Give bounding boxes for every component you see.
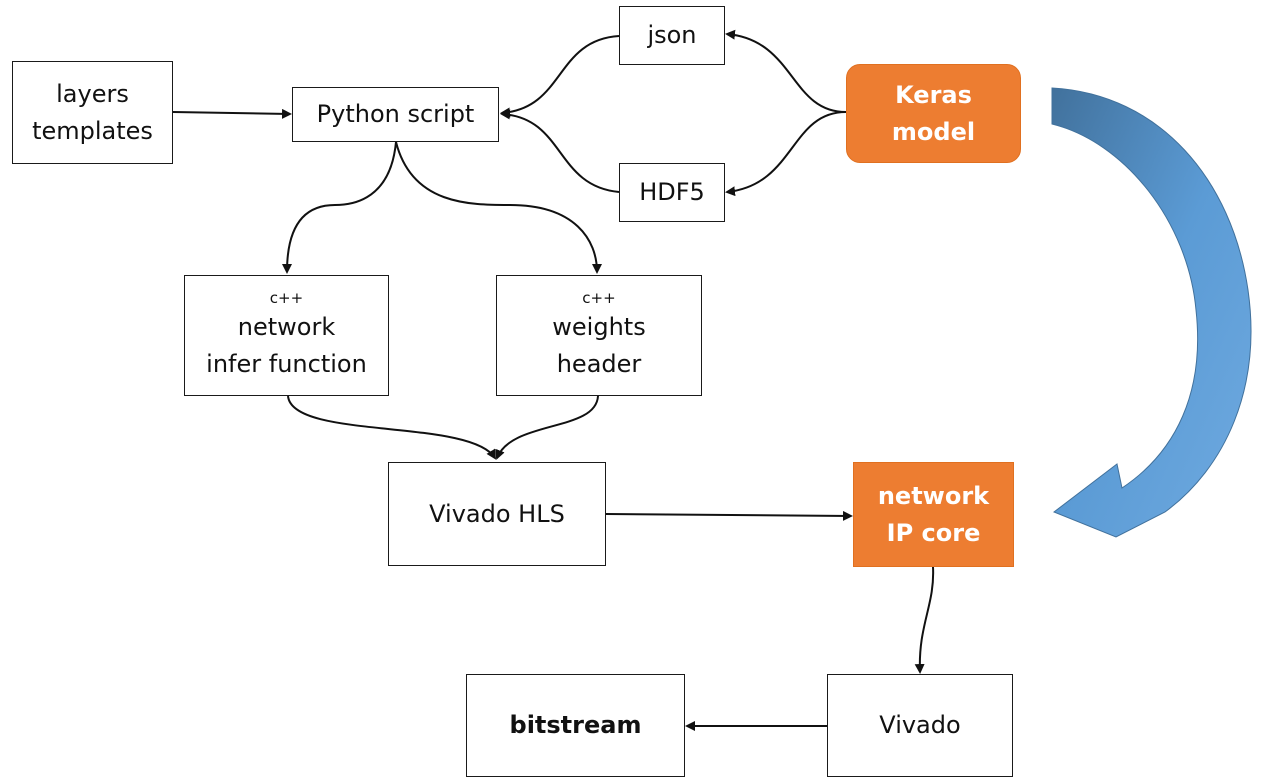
network-ip-core-line-2: IP core [886,518,981,547]
bitstream-label: bitstream [509,711,642,739]
edge-keras-to-json [725,29,847,113]
cpp-network-line-1: network [237,312,336,341]
network-ip-core-line-1: network [877,481,990,510]
layers-templates-line-2: templates [32,116,153,145]
layers-templates-box: layers templates [12,61,173,164]
cpp-weights-line-1: weights [552,312,646,341]
hdf5-label: HDF5 [639,178,705,206]
python-script-box: Python script [292,87,499,142]
hdf5-box: HDF5 [619,163,725,222]
layers-templates-line-1: layers [56,79,129,108]
python-script-label: Python script [316,100,475,128]
edge-hls-to-ipcore [605,510,853,521]
cpp-weights-tag: c++ [582,288,616,307]
network-ip-core-box: network IP core [853,462,1014,567]
cpp-network-box: c++ network infer function [184,275,389,396]
json-label: json [647,21,697,49]
edge-weights-to-hls [495,395,599,460]
edge-hdf5-to-python [500,109,620,193]
cpp-network-line-2: infer function [206,349,367,378]
edge-layers-to-python [172,108,292,119]
vivado-label: Vivado [879,711,961,739]
cpp-weights-line-2: header [556,349,642,378]
keras-model-line-2: model [891,117,976,146]
vivado-hls-label: Vivado HLS [429,499,565,528]
cpp-network-tag: c++ [269,288,304,307]
cpp-weights-box: c++ weights header [496,275,702,396]
bitstream-box: bitstream [466,674,685,777]
keras-model-line-1: Keras [895,80,972,109]
big-curved-arrow [1051,87,1252,538]
vivado-hls-box: Vivado HLS [388,462,606,566]
edge-network-to-hls [287,395,497,460]
edge-keras-to-hdf5 [725,111,847,197]
edge-json-to-python [500,35,620,118]
keras-model-box: Keras model [846,64,1021,163]
edge-python-to-weights [395,141,602,274]
vivado-box: Vivado [827,674,1013,777]
edge-ipcore-to-vivado [914,566,935,674]
edge-python-to-network [282,141,397,274]
json-box: json [619,6,725,65]
